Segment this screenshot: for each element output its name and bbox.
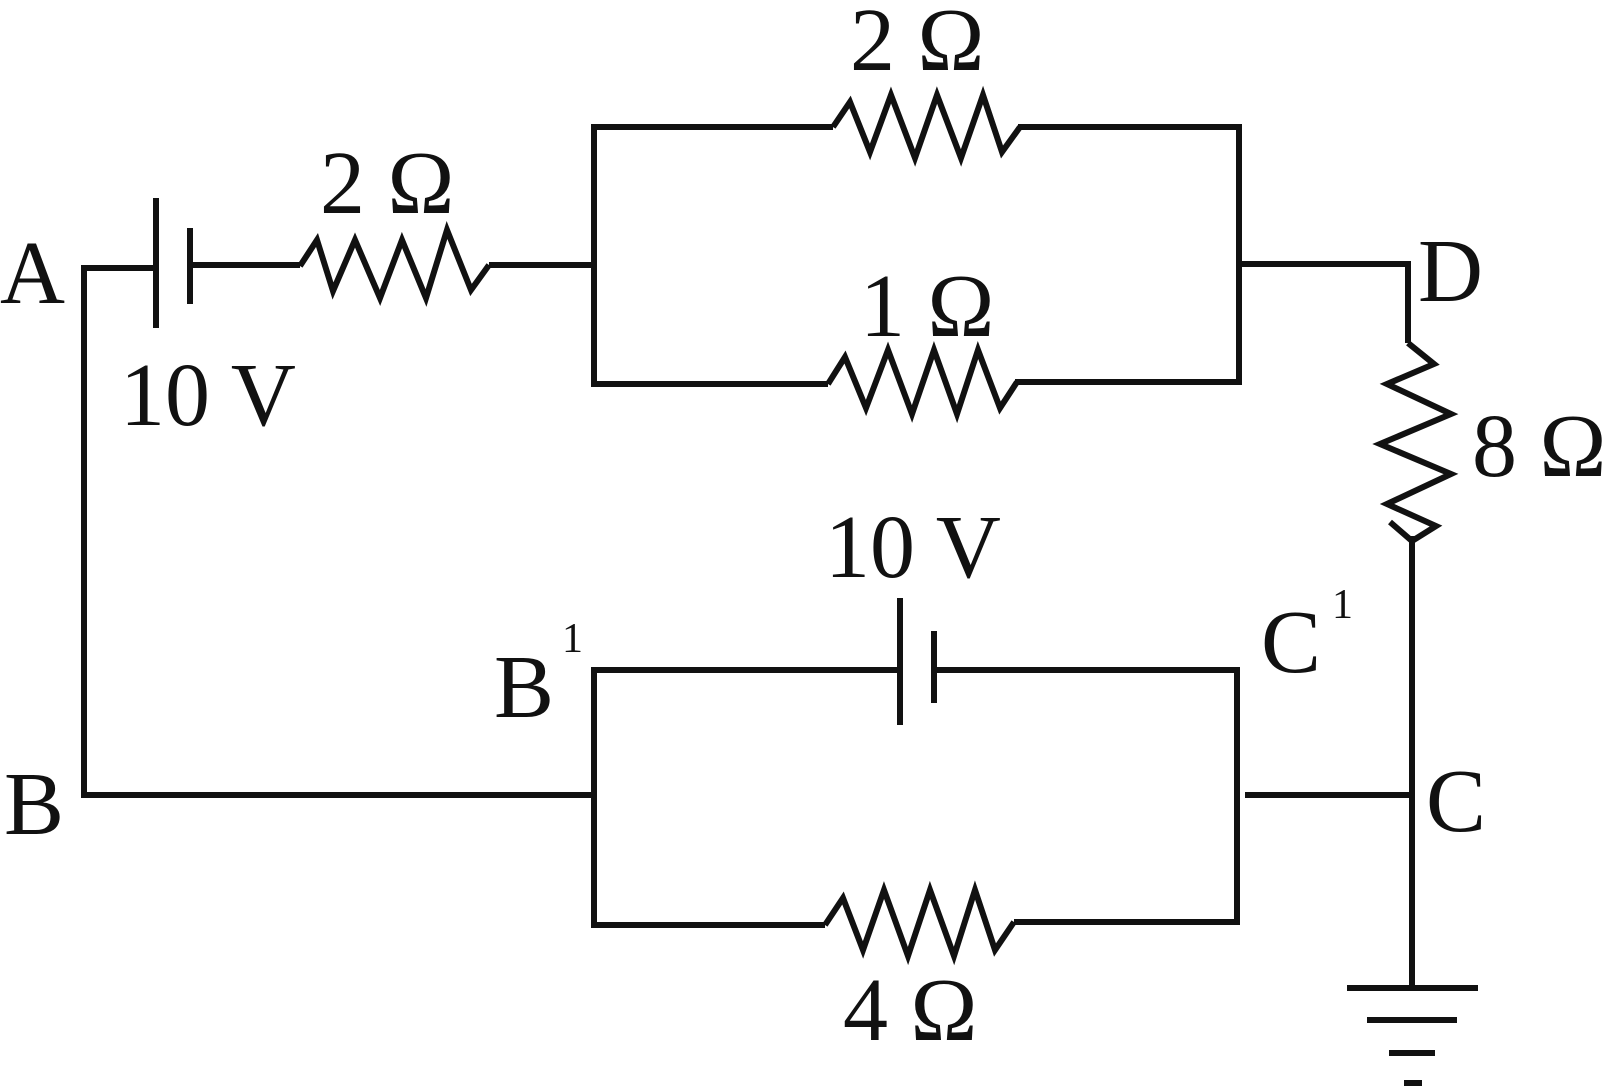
node-label-d: D [1418,222,1483,321]
wires-left [81,262,592,798]
parallel-block-lower [591,667,1240,928]
node-label-c: C [1426,752,1486,851]
label-battery-middle: 10 V [825,498,1001,597]
parallel-block-upper [591,124,1411,387]
resistor-parallel-top [830,85,1023,167]
battery-middle [897,598,937,725]
wire-lower-right-rail [932,667,1240,925]
node-label-a: A [0,224,65,323]
battery-left [153,198,193,328]
ground-symbol [1347,985,1478,1086]
resistor-lower [822,880,1017,966]
label-resistor-parallel-bottom: 1 Ω [860,257,994,356]
wire-lower-left-rail [591,667,897,928]
node-label-c1-superscript: 1 [1332,582,1353,628]
node-label-c1: C [1261,593,1321,692]
label-resistor-parallel-top: 2 Ω [850,0,984,90]
resistor-right [1372,340,1459,545]
wire-upper-left-rail [591,124,833,387]
resistor-parallel-bottom [825,340,1020,424]
node-label-b1: B [494,638,554,737]
label-resistor-lower: 4 Ω [843,961,977,1060]
label-resistor-series-top: 2 Ω [320,134,454,233]
wire-upper-right-rail [1015,124,1242,385]
node-label-b1-superscript: 1 [562,616,583,662]
label-resistor-right: 8 Ω [1472,397,1606,496]
wire-a-b [81,265,592,798]
label-battery-left: 10 V [120,346,296,445]
node-label-b: B [4,755,64,854]
resistor-series-top [297,221,492,307]
wire-to-d [1239,261,1411,343]
